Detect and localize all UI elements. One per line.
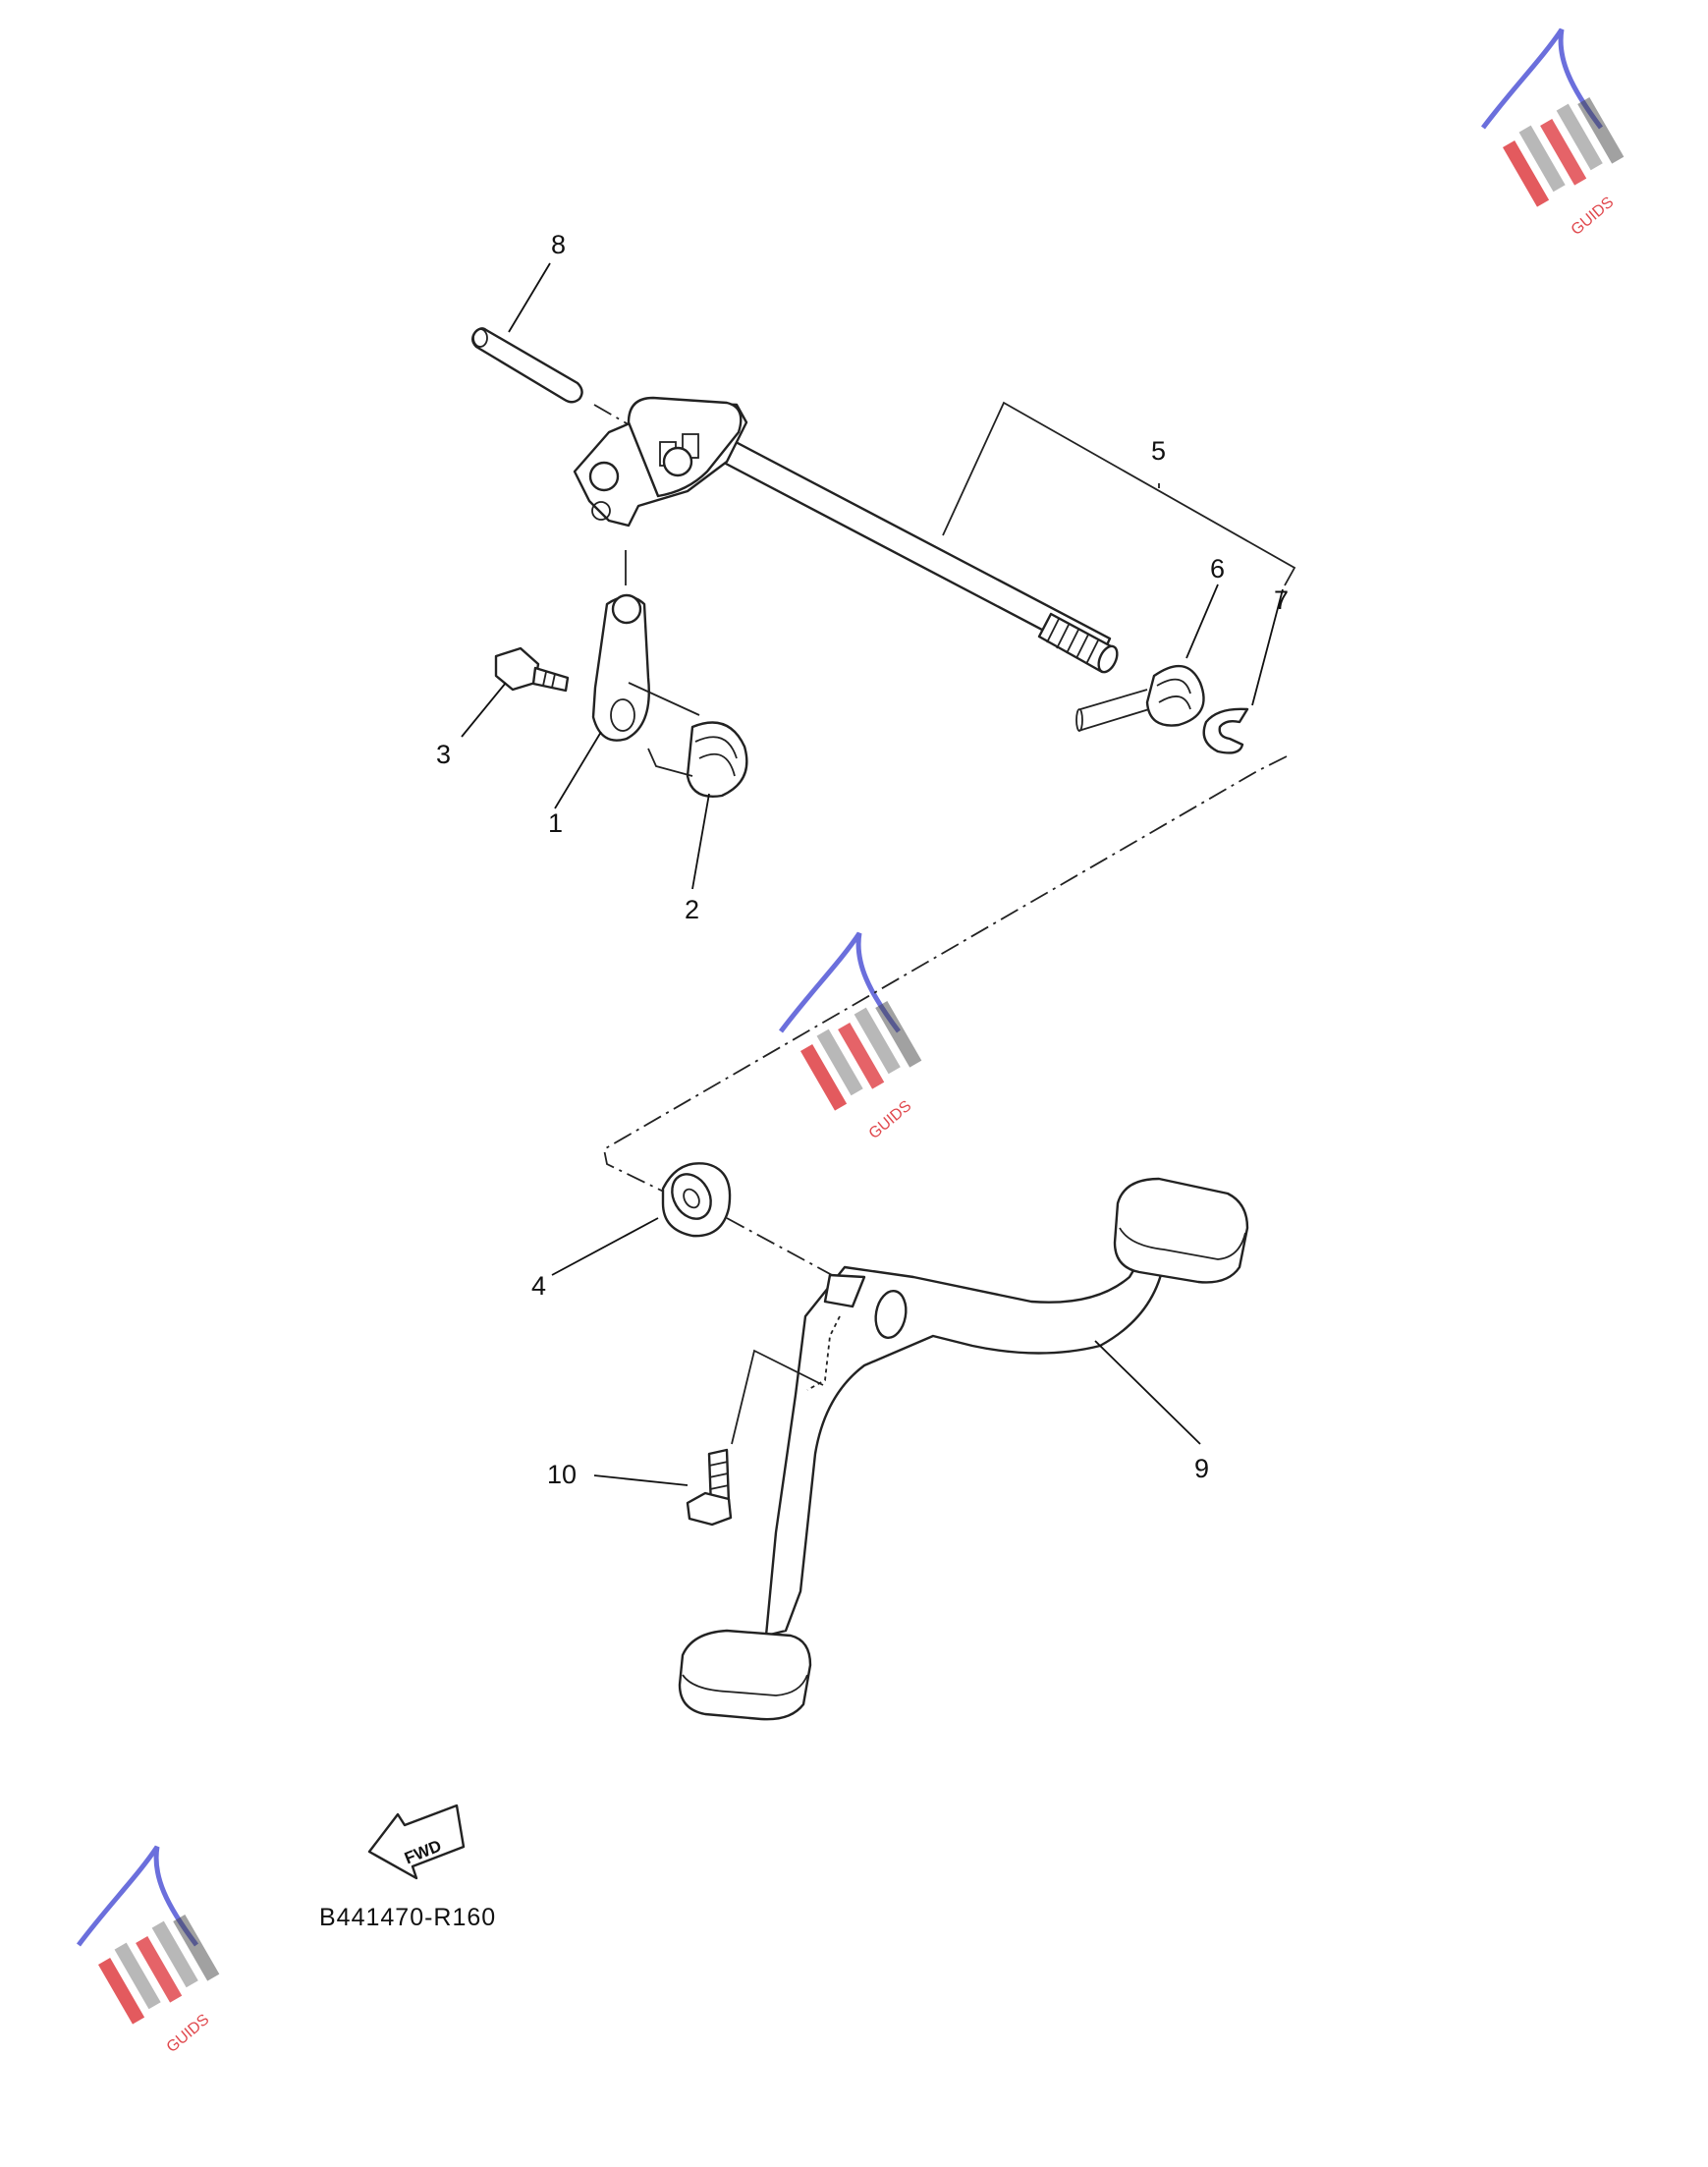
callout-8: 8 (551, 230, 566, 259)
part-7-circlip (1202, 707, 1249, 754)
callout-6: 6 (1210, 554, 1225, 583)
reference-code: B441470-R160 (319, 1904, 496, 1931)
part-3-bolt (494, 646, 570, 693)
svg-text:GUIDS: GUIDS (164, 2011, 213, 2056)
part-8-pin (471, 327, 583, 404)
fwd-direction-arrow: FWD (367, 1804, 466, 1880)
part-10-bolt (686, 1448, 733, 1527)
leader-lines (461, 262, 1201, 1486)
callout-10: 10 (547, 1460, 577, 1489)
callout-7: 7 (1274, 585, 1289, 615)
part-9-brake-pedal (678, 1177, 1249, 1721)
part-1-shift-arm (591, 593, 650, 742)
watermark-logo-center: GUIDS (781, 933, 921, 1142)
callout-9: 9 (1194, 1454, 1209, 1483)
callout-4: 4 (531, 1271, 546, 1301)
part-6-torsion-spring (1075, 664, 1205, 732)
part-5-shift-shaft (573, 396, 1119, 674)
callout-5: 5 (1151, 436, 1166, 466)
watermark-logo-bottom-left: GUIDS (79, 1847, 219, 2056)
callout-1: 1 (548, 808, 563, 838)
callout-3: 3 (436, 740, 451, 769)
watermark-logo-top-right: GUIDS (1483, 29, 1624, 239)
part-4-collar (661, 1162, 732, 1238)
part-2-spring (628, 682, 748, 798)
svg-text:GUIDS: GUIDS (866, 1097, 915, 1142)
svg-text:GUIDS: GUIDS (1569, 194, 1618, 239)
bracket-lines-5-6-7 (942, 401, 1296, 706)
callout-2: 2 (685, 895, 699, 924)
